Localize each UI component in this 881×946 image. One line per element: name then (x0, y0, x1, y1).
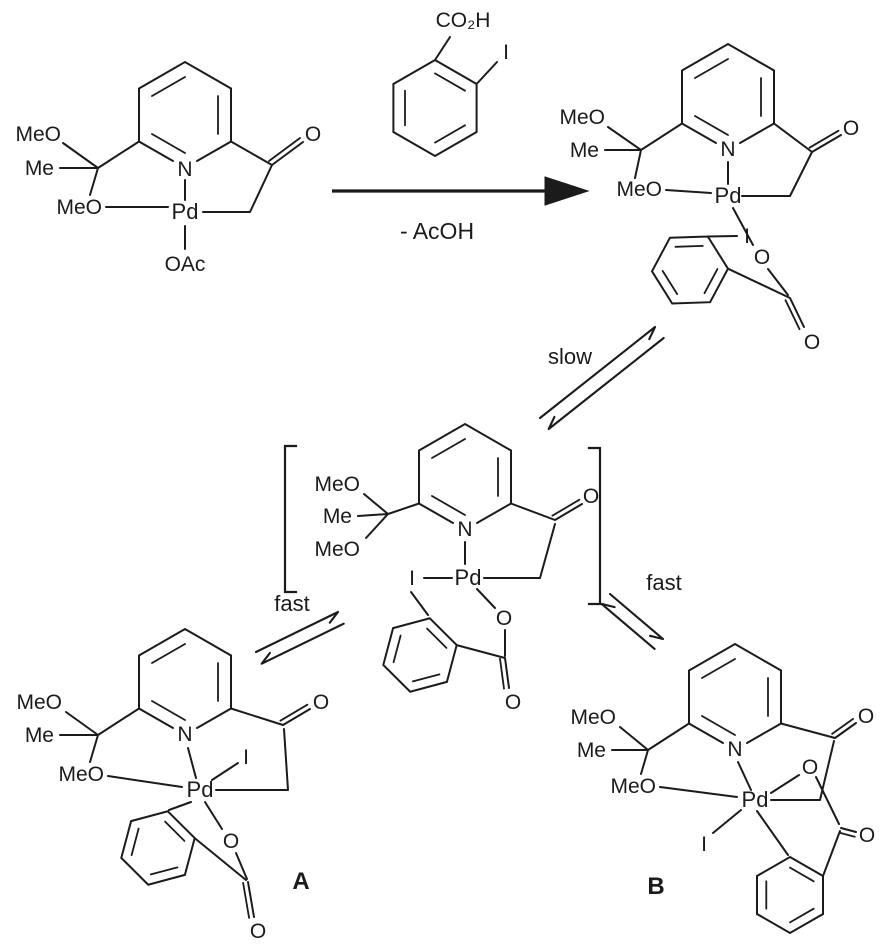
intermediate-complex: MeO Me MeO N Pd I O O O (314, 422, 599, 714)
product-a-label: A (292, 868, 309, 895)
me-label: Me (323, 505, 352, 528)
skeleton-bonds (604, 42, 842, 328)
meo-bottom-label: MeO (58, 763, 104, 786)
fast-equilibrium-left: fast (254, 591, 345, 665)
double-bonds (392, 438, 581, 690)
meo-bottom-label: MeO (610, 775, 656, 798)
iodine-label: I (701, 833, 707, 856)
meo-top-label: MeO (15, 123, 61, 146)
skeleton-bonds (357, 422, 583, 693)
me-label: Me (25, 724, 54, 747)
me-label: Me (25, 157, 54, 180)
carbonyl-oxygen-label: O (859, 824, 875, 847)
product-a-complex: MeO Me MeO N Pd I O O O A (16, 627, 329, 943)
nitrogen-label: N (177, 158, 192, 181)
byproduct-label: - AcOH (400, 218, 474, 244)
benzoate-complex: MeO Me MeO N Pd O I O O (559, 42, 859, 354)
iodine-label: I (409, 567, 415, 590)
meo-bottom-label: MeO (56, 196, 102, 219)
nitrogen-label: N (177, 723, 192, 746)
meo-top-label: MeO (314, 473, 360, 496)
double-bonds (151, 76, 301, 162)
carbonyl-oxygen-label: O (250, 920, 266, 943)
skeleton-bonds (59, 60, 304, 250)
carboxylate-oxygen-label: O (754, 246, 770, 269)
double-bonds (130, 643, 309, 919)
meo-top-label: MeO (570, 706, 616, 729)
acetate-label: OAc (165, 253, 206, 276)
iodine-label: I (744, 225, 750, 248)
carboxylate-oxygen-label: O (496, 607, 512, 630)
ketone-oxygen-label: O (843, 117, 859, 140)
palladium-label: Pd (715, 183, 742, 208)
nitrogen-label: N (727, 738, 742, 761)
acid-label: CO₂H (436, 9, 491, 32)
me-label: Me (570, 139, 599, 162)
aryl-iodide-reagent: CO₂H I (392, 9, 509, 158)
ketone-oxygen-label: O (313, 691, 329, 714)
acetate-complex: MeO Me MeO N Pd O OAc (15, 60, 321, 276)
palladium-label: Pd (172, 199, 199, 224)
nitrogen-label: N (457, 518, 472, 541)
meo-bottom-label: MeO (314, 538, 360, 561)
skeleton-bonds (611, 642, 857, 935)
meo-top-label: MeO (559, 106, 605, 129)
bracket-left (283, 444, 298, 594)
slow-equilibrium: slow (538, 325, 665, 431)
product-b-label: B (647, 873, 664, 900)
harpoon-arrows (254, 610, 345, 665)
fast-label: fast (646, 570, 681, 595)
product-b-complex: MeO Me MeO N Pd I O O O B (570, 642, 875, 935)
fast-equilibrium-right: fast (600, 570, 682, 650)
harpoon-arrows (538, 325, 665, 431)
double-bonds (701, 658, 856, 924)
arrow-head (544, 176, 590, 206)
meo-top-label: MeO (16, 691, 62, 714)
carbonyl-oxygen-label: O (505, 691, 521, 714)
ketone-oxygen-label: O (858, 705, 874, 728)
meo-bottom-label: MeO (616, 178, 662, 201)
palladium-label: Pd (187, 777, 214, 802)
harpoon-arrows (600, 592, 665, 650)
reaction-arrow: - AcOH (332, 176, 590, 244)
ketone-oxygen-label: O (305, 123, 321, 146)
me-label: Me (577, 739, 606, 762)
double-bonds (661, 58, 840, 331)
skeleton-bonds (392, 36, 498, 158)
carbonyl-oxygen-label: O (804, 331, 820, 354)
slow-label: slow (548, 344, 592, 369)
iodine-label: I (243, 746, 249, 769)
double-bonds (404, 72, 466, 144)
palladium-label: Pd (742, 787, 769, 812)
iodine-label: I (503, 41, 509, 64)
skeleton-bonds (59, 627, 311, 918)
intermediate-brackets (283, 444, 602, 606)
fast-label: fast (274, 591, 309, 616)
nitrogen-label: N (720, 138, 735, 161)
palladium-label: Pd (455, 565, 482, 590)
ketone-oxygen-label: O (583, 485, 599, 508)
carboxylate-oxygen-label: O (223, 830, 239, 853)
bracket-right (587, 446, 602, 606)
carboxylate-oxygen-label: O (802, 756, 818, 779)
